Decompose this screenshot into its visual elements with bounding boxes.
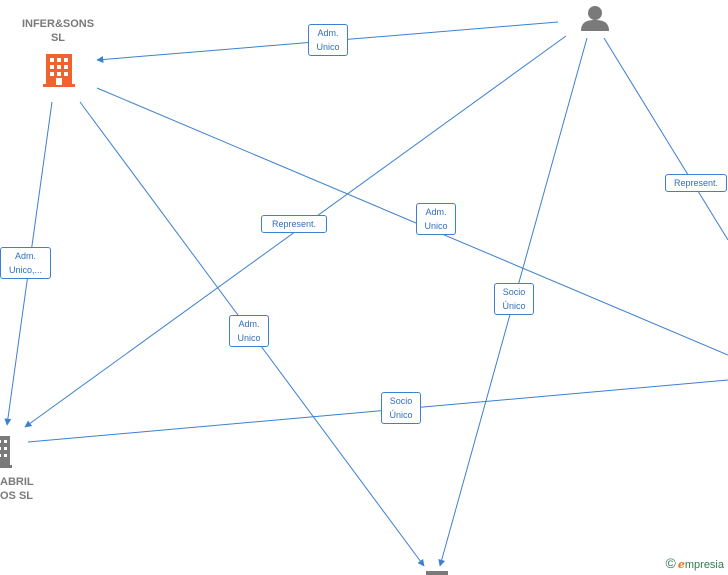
- edge-label-adm-unico-left[interactable]: Adm. Unico,...: [0, 247, 51, 279]
- edge-label-socio-unico-right[interactable]: Socio Único: [494, 283, 534, 315]
- edge-label-line: Socio: [502, 287, 526, 297]
- edge-label-line: Unico,...: [8, 265, 42, 275]
- copyright-symbol: ©: [665, 555, 676, 571]
- building-icon-bottom-left[interactable]: [0, 436, 12, 468]
- edge-label-line: Represent.: [673, 178, 719, 188]
- edge-bottom-left-to-right: [27, 379, 728, 443]
- edge-label-line: Adm.: [14, 251, 36, 261]
- edge-label-line: Socio: [389, 396, 413, 406]
- edges: [4, 21, 728, 567]
- edge-label-line: Represent.: [271, 219, 317, 229]
- node-label-line: INFER&SONS: [21, 18, 95, 30]
- edge-infer-sons-to-right: [96, 87, 728, 356]
- node-label-line: OS SL: [0, 490, 34, 502]
- edge-person-to-right: [603, 37, 728, 241]
- node-label-bottom-left[interactable]: ABRIL OS SL: [0, 475, 34, 503]
- edge-label-adm-unico-center[interactable]: Adm. Unico: [416, 203, 456, 235]
- building-icon-infer-sons[interactable]: [43, 54, 75, 87]
- empresia-logo-initial: e: [677, 558, 685, 571]
- edge-label-line: Unico: [316, 42, 340, 52]
- node-label-line: ABRIL: [0, 476, 34, 488]
- node-label-infer-sons[interactable]: INFER&SONS SL: [14, 17, 102, 45]
- edge-label-represent-right[interactable]: Represent.: [665, 174, 727, 192]
- edge-label-adm-unico-top[interactable]: Adm. Unico: [308, 24, 348, 56]
- edge-label-line: Único: [502, 301, 526, 311]
- edge-label-adm-unico-lower[interactable]: Adm. Unico: [229, 315, 269, 347]
- person-icon[interactable]: [581, 6, 609, 31]
- edge-label-socio-unico-bottom[interactable]: Socio Único: [381, 392, 421, 424]
- edge-label-line: Unico: [237, 333, 261, 343]
- edge-label-line: Adm.: [317, 28, 339, 38]
- empresia-watermark[interactable]: ©empresia: [666, 555, 724, 571]
- edge-label-line: Adm.: [425, 207, 447, 217]
- edge-label-line: Unico: [424, 221, 448, 231]
- building-icon-bottom-center[interactable]: [426, 571, 448, 575]
- edge-label-line: Adm.: [238, 319, 260, 329]
- edge-label-line: Único: [389, 410, 413, 420]
- empresia-logo-text: mpresia: [684, 559, 724, 571]
- node-label-line: SL: [50, 32, 66, 44]
- edge-label-represent-center[interactable]: Represent.: [261, 215, 327, 233]
